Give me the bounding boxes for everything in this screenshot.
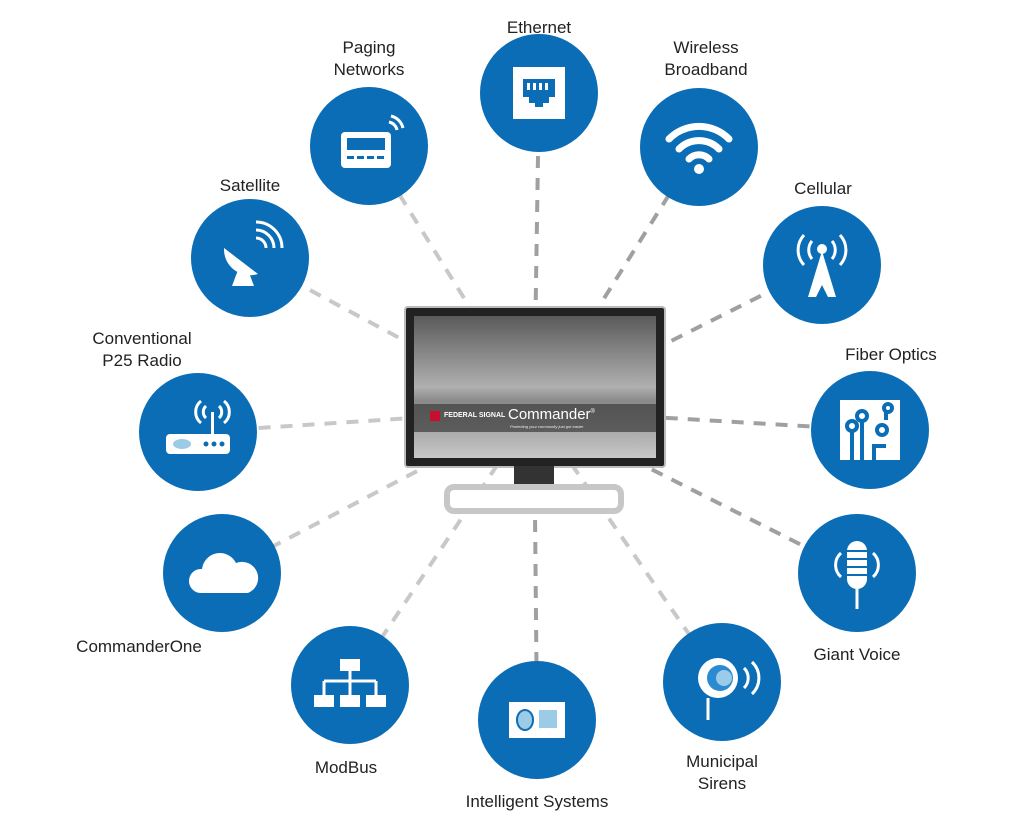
node-cell-tower — [763, 206, 881, 324]
node-ethernet — [480, 34, 598, 152]
brand-name: FEDERAL SIGNAL — [444, 412, 506, 419]
node-label: CommanderOne — [76, 637, 202, 656]
connector-line — [533, 408, 858, 575]
microphone-icon — [834, 541, 880, 609]
node-satellite-dish — [191, 199, 309, 317]
screen-banner — [414, 404, 656, 432]
controller-icon — [509, 702, 565, 738]
fiber-circuit-icon — [840, 400, 900, 460]
node-microphone — [798, 514, 916, 632]
node-siren — [663, 623, 781, 741]
monitor-stand — [444, 484, 624, 514]
cell-tower-icon — [796, 233, 848, 297]
network-tree-icon — [314, 659, 386, 707]
node-label: Wireless Broadband — [664, 38, 748, 79]
satellite-dish-icon — [223, 220, 284, 286]
tagline: Protecting your community just got easie… — [510, 424, 584, 429]
radio-router-icon — [166, 399, 231, 454]
pager-icon — [341, 114, 405, 168]
node-label: Giant Voice — [813, 645, 901, 664]
node-label: Intelligent Systems — [465, 792, 609, 811]
monitor-bezel: FEDERAL SIGNAL Commander® Protecting you… — [404, 306, 666, 468]
commander-monitor: FEDERAL SIGNAL Commander® Protecting you… — [404, 306, 666, 518]
monitor-screen: FEDERAL SIGNAL Commander® Protecting you… — [414, 316, 656, 458]
node-pager — [310, 87, 428, 205]
node-label: Municipal Sirens — [686, 752, 758, 793]
node-label: Conventional P25 Radio — [92, 329, 192, 370]
product-name: Commander® — [508, 406, 595, 423]
trademark: ® — [590, 409, 595, 415]
node-label: Satellite — [219, 176, 281, 195]
node-fiber-circuit — [811, 371, 929, 489]
node-label: Fiber Optics — [845, 345, 937, 364]
node-label: Ethernet — [506, 18, 572, 37]
product-name-text: Commander — [508, 406, 591, 423]
cloud-icon — [188, 553, 259, 593]
node-label: Paging Networks — [333, 38, 405, 79]
wifi-icon — [665, 122, 733, 174]
node-controller — [478, 661, 596, 779]
node-label: Cellular — [794, 179, 852, 198]
node-cloud — [163, 514, 281, 632]
node-network-tree — [291, 626, 409, 744]
siren-icon — [698, 658, 761, 720]
node-wifi — [640, 88, 758, 206]
ethernet-icon — [513, 67, 565, 119]
node-label: ModBus — [314, 758, 378, 777]
node-radio-router — [139, 373, 257, 491]
federal-signal-logo-icon — [430, 411, 440, 421]
